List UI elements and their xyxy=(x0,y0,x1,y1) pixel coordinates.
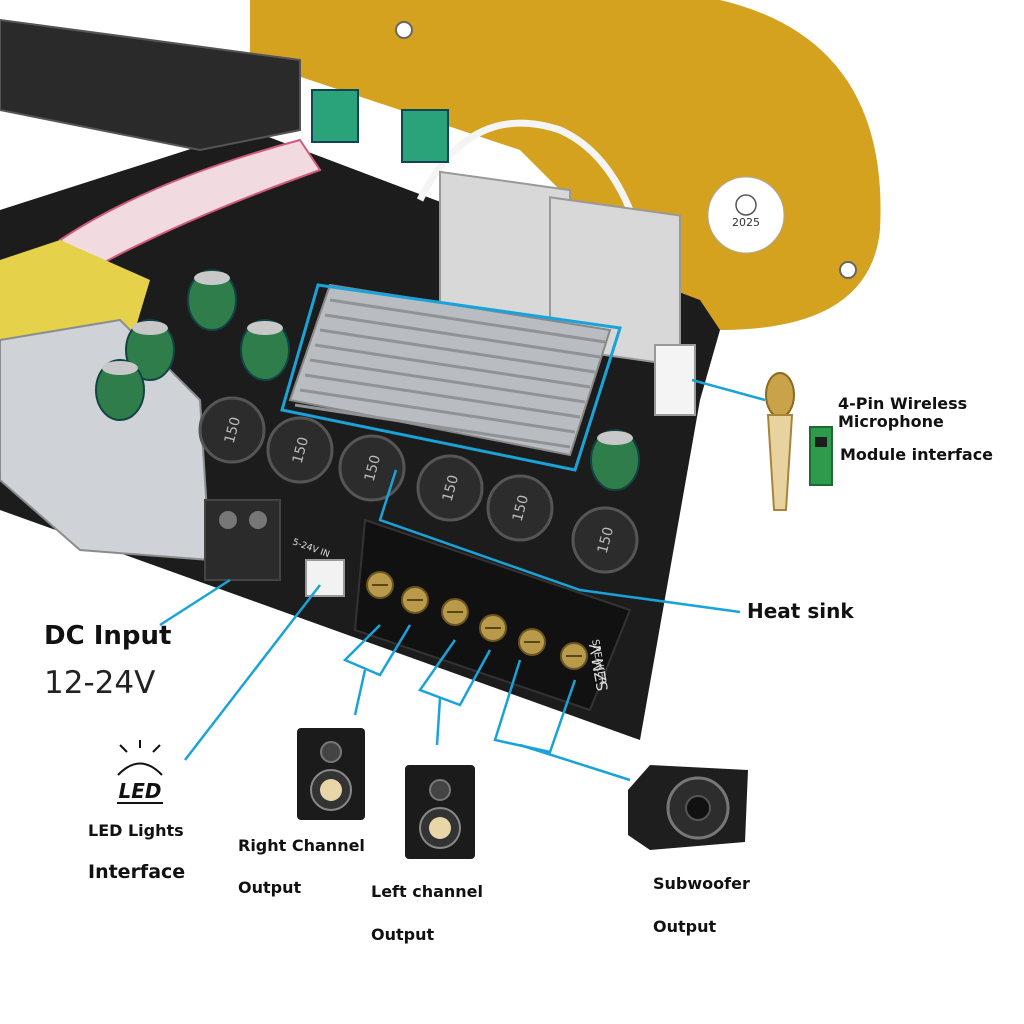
inductor xyxy=(266,416,334,484)
capacitor xyxy=(590,429,640,491)
left-speaker-icon xyxy=(405,765,475,859)
heatsink-fin xyxy=(329,298,606,344)
capacitors xyxy=(95,269,640,491)
capacitor xyxy=(240,319,290,381)
inductors: 150 150 150 150 150 150 xyxy=(198,396,639,574)
potentiometer xyxy=(401,109,449,163)
left-channel-label-line2: Output xyxy=(371,925,435,944)
right-speaker-icon xyxy=(297,728,365,820)
heatsink-highlight xyxy=(280,283,622,472)
inductor-value: 150 xyxy=(362,453,384,483)
capacitor-top xyxy=(247,321,283,335)
inductor-value: 150 xyxy=(290,435,312,465)
mic-label-line2: Microphone xyxy=(838,412,944,431)
heatsink-fin xyxy=(309,358,586,404)
inductor-value: 150 xyxy=(595,525,617,555)
led-icon: LED xyxy=(117,740,163,804)
capacitor-top xyxy=(194,271,230,285)
heatsink-fin xyxy=(299,388,576,434)
inductor xyxy=(416,454,484,522)
heatsink-fin xyxy=(324,313,601,359)
heatsink-fin xyxy=(319,328,596,374)
date-seal-ring xyxy=(735,194,757,216)
left-channel-bracket xyxy=(418,639,492,707)
subwoofer-label-line1: Subwoofer xyxy=(653,874,750,893)
panel-screw-hole xyxy=(395,21,413,39)
inductor-value: 150 xyxy=(510,493,532,523)
dc-input-callout-line xyxy=(159,578,231,627)
mic-label-line3: Module interface xyxy=(840,445,994,464)
mic-connector xyxy=(654,344,696,416)
wireless-module-icon xyxy=(809,426,833,486)
capacitor xyxy=(95,359,145,421)
inductor xyxy=(198,396,266,464)
heat-sink-callout-line xyxy=(378,469,741,614)
date-seal-year: 2025 xyxy=(732,216,760,229)
subwoofer-icon xyxy=(628,765,748,850)
terminal-screw xyxy=(249,511,267,529)
heatsink-fin xyxy=(314,343,591,389)
terminal-screw xyxy=(219,511,237,529)
speaker-terminal-screws xyxy=(366,571,588,670)
capacitor xyxy=(187,269,237,331)
inductor xyxy=(486,474,554,542)
right-channel-bracket xyxy=(342,624,412,677)
led-label-line2: Interface xyxy=(88,861,186,883)
heatsink-fins xyxy=(294,298,606,449)
display-panel xyxy=(0,18,301,152)
capacitor-top xyxy=(597,431,633,445)
heatsink-fin xyxy=(294,403,571,449)
panel-screw-hole xyxy=(839,261,857,279)
heatsink-fin xyxy=(304,373,581,419)
microphone-icon xyxy=(765,372,795,511)
mic-label-line1: 4-Pin Wireless xyxy=(838,394,968,413)
inductor-value: 150 xyxy=(222,415,244,445)
dc-input-terminal xyxy=(204,499,281,581)
right-channel-label-line1: Right Channel xyxy=(238,836,365,855)
led-connector xyxy=(305,559,345,597)
capacitor xyxy=(125,319,175,381)
inductor-value: 150 xyxy=(440,473,462,503)
led-callout-line xyxy=(184,584,321,761)
callout-lines xyxy=(159,378,766,782)
heat-sink-label: Heat sink xyxy=(747,599,854,623)
dc-input-voltage: 12-24V xyxy=(44,665,156,701)
subwoofer-callout-line xyxy=(519,743,631,782)
capacitor-top xyxy=(132,321,168,335)
capacitor-top xyxy=(102,361,138,375)
led-label-line1: LED Lights xyxy=(88,821,184,840)
dc-input-title: DC Input xyxy=(44,621,172,651)
subwoofer-label-line2: Output xyxy=(653,917,717,936)
mic-callout-line xyxy=(691,378,766,402)
left-channel-label-line1: Left channel xyxy=(371,882,484,901)
right-channel-label-line2: Output xyxy=(238,878,302,897)
heatsink xyxy=(288,283,612,457)
ribbon-cable xyxy=(58,138,322,272)
left-channel-callout-line xyxy=(435,697,442,746)
potentiometer xyxy=(311,89,359,143)
inductor xyxy=(338,434,406,502)
inductor xyxy=(571,506,639,574)
right-channel-callout-line xyxy=(353,669,367,716)
gold-panel xyxy=(250,0,881,330)
led-icon-text: LED xyxy=(118,779,161,803)
